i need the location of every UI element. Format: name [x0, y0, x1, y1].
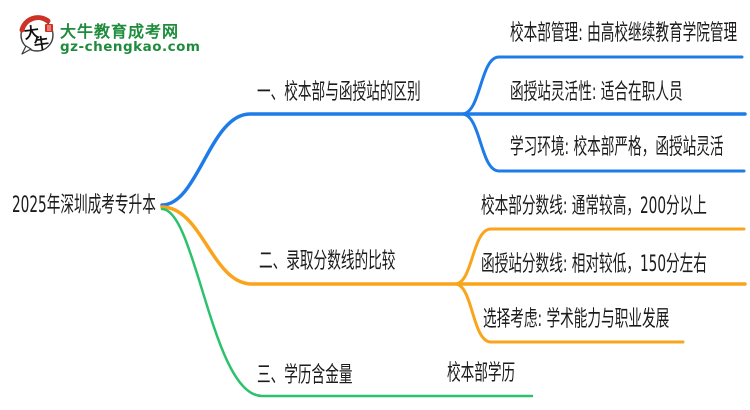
branch-2-child-0-line: [453, 227, 746, 286]
root-topic: 2025年深圳成考专升本: [12, 193, 156, 218]
branch-1-child-2: 学习环境: 校本部严格，函授站灵活: [510, 135, 724, 160]
branch-3-child-0: 校本部学历: [447, 361, 516, 386]
branch-1-child-1: 函授站灵活性: 适合在职人员: [510, 80, 683, 105]
branch-2-label: 二、录取分数线的比较: [259, 249, 396, 274]
branch-3-line: [160, 207, 534, 398]
branch-2-child-2-line: [453, 282, 685, 344]
branch-2-line: [160, 205, 747, 286]
daniu-logo-icon: 大 牛: [19, 15, 54, 55]
brand-domain: gz-chengkao.com: [60, 39, 201, 55]
branch-2-child-1: 函授站分数线: 相对较低，150分左右: [481, 252, 707, 277]
brand-header: 大 牛 大牛教育成考网 gz-chengkao.com: [18, 12, 238, 62]
branch-1-label: 一、校本部与函授站的区别: [257, 80, 421, 105]
branch-1-line: [160, 112, 747, 207]
branch-1-child-0: 校本部管理: 由高校继续教育学院管理: [510, 21, 738, 46]
branch-3-label: 三、学历含金量: [257, 363, 353, 388]
brand-name: 大牛教育成考网: [60, 22, 180, 41]
branch-2-child-0: 校本部分数线: 通常较高，200分以上: [481, 194, 707, 219]
branch-1-child-2-line: [460, 112, 746, 173]
svg-text:牛: 牛: [33, 34, 50, 54]
branch-1-child-0-line: [460, 55, 744, 116]
branch-2-child-2: 选择考虑: 学术能力与职业发展: [483, 307, 670, 332]
svg-text:大: 大: [23, 23, 40, 43]
